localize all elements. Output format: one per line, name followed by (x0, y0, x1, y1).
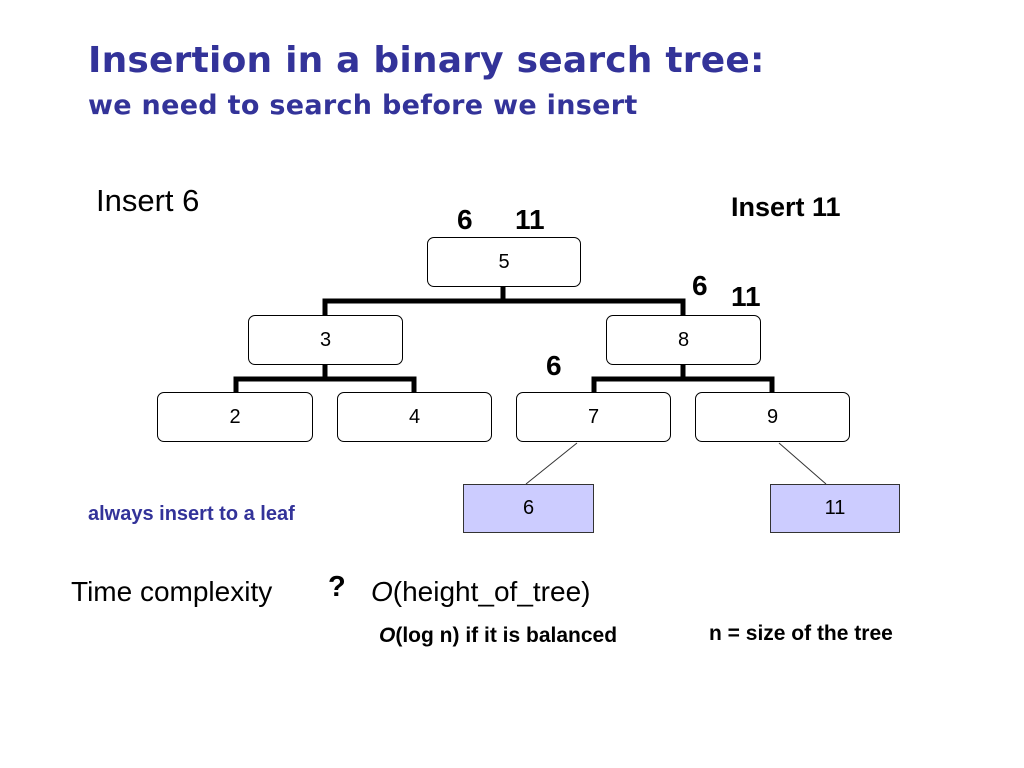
edge-7-to-6 (525, 442, 578, 485)
node-new-11-value: 11 (824, 497, 846, 519)
node-left: 3 (248, 315, 403, 365)
node-left-right-value: 4 (408, 405, 421, 428)
node-right-value: 8 (677, 328, 690, 351)
node-right-left: 7 (516, 392, 671, 442)
node-right-right: 9 (695, 392, 850, 442)
slide-subtitle: we need to search before we insert (88, 90, 638, 121)
time-complexity-label: Time complexity (71, 576, 273, 607)
path-label-7-6: 6 (546, 350, 562, 381)
node-new-11: 11 (770, 484, 900, 533)
path-label-root-6: 6 (457, 204, 473, 235)
path-label-right-11: 11 (731, 281, 761, 312)
insert-11-label: Insert 11 (731, 192, 841, 222)
size-note: n = size of the tree (709, 622, 893, 645)
node-new-6-value: 6 (522, 497, 535, 519)
node-right-left-value: 7 (587, 405, 600, 428)
big-o-symbol: O (371, 576, 393, 607)
node-left-left: 2 (157, 392, 313, 442)
leaf-note: always insert to a leaf (88, 503, 295, 525)
edge-9-to-11 (778, 442, 827, 485)
node-root-value: 5 (498, 250, 510, 273)
question-mark: ? (328, 571, 346, 603)
path-label-right-6: 6 (692, 270, 708, 301)
node-left-right: 4 (337, 392, 492, 442)
slide-title: Insertion in a binary search tree: (88, 40, 765, 81)
node-root: 5 (427, 237, 581, 287)
node-right-right-value: 9 (766, 405, 779, 428)
node-right: 8 (606, 315, 761, 365)
big-o-symbol-balanced: O (379, 624, 396, 647)
node-left-left-value: 2 (229, 405, 241, 428)
node-left-value: 3 (319, 328, 332, 351)
insert-6-label: Insert 6 (96, 183, 200, 218)
height-expression: (height_of_tree) (392, 576, 591, 607)
balanced-expression: (log n) if it is balanced (395, 624, 618, 647)
complexity-height: O(height_of_tree) (371, 576, 590, 608)
node-new-6: 6 (463, 484, 594, 533)
path-label-root-11: 11 (515, 204, 545, 235)
complexity-balanced: O(log n) if it is balanced (379, 624, 617, 648)
